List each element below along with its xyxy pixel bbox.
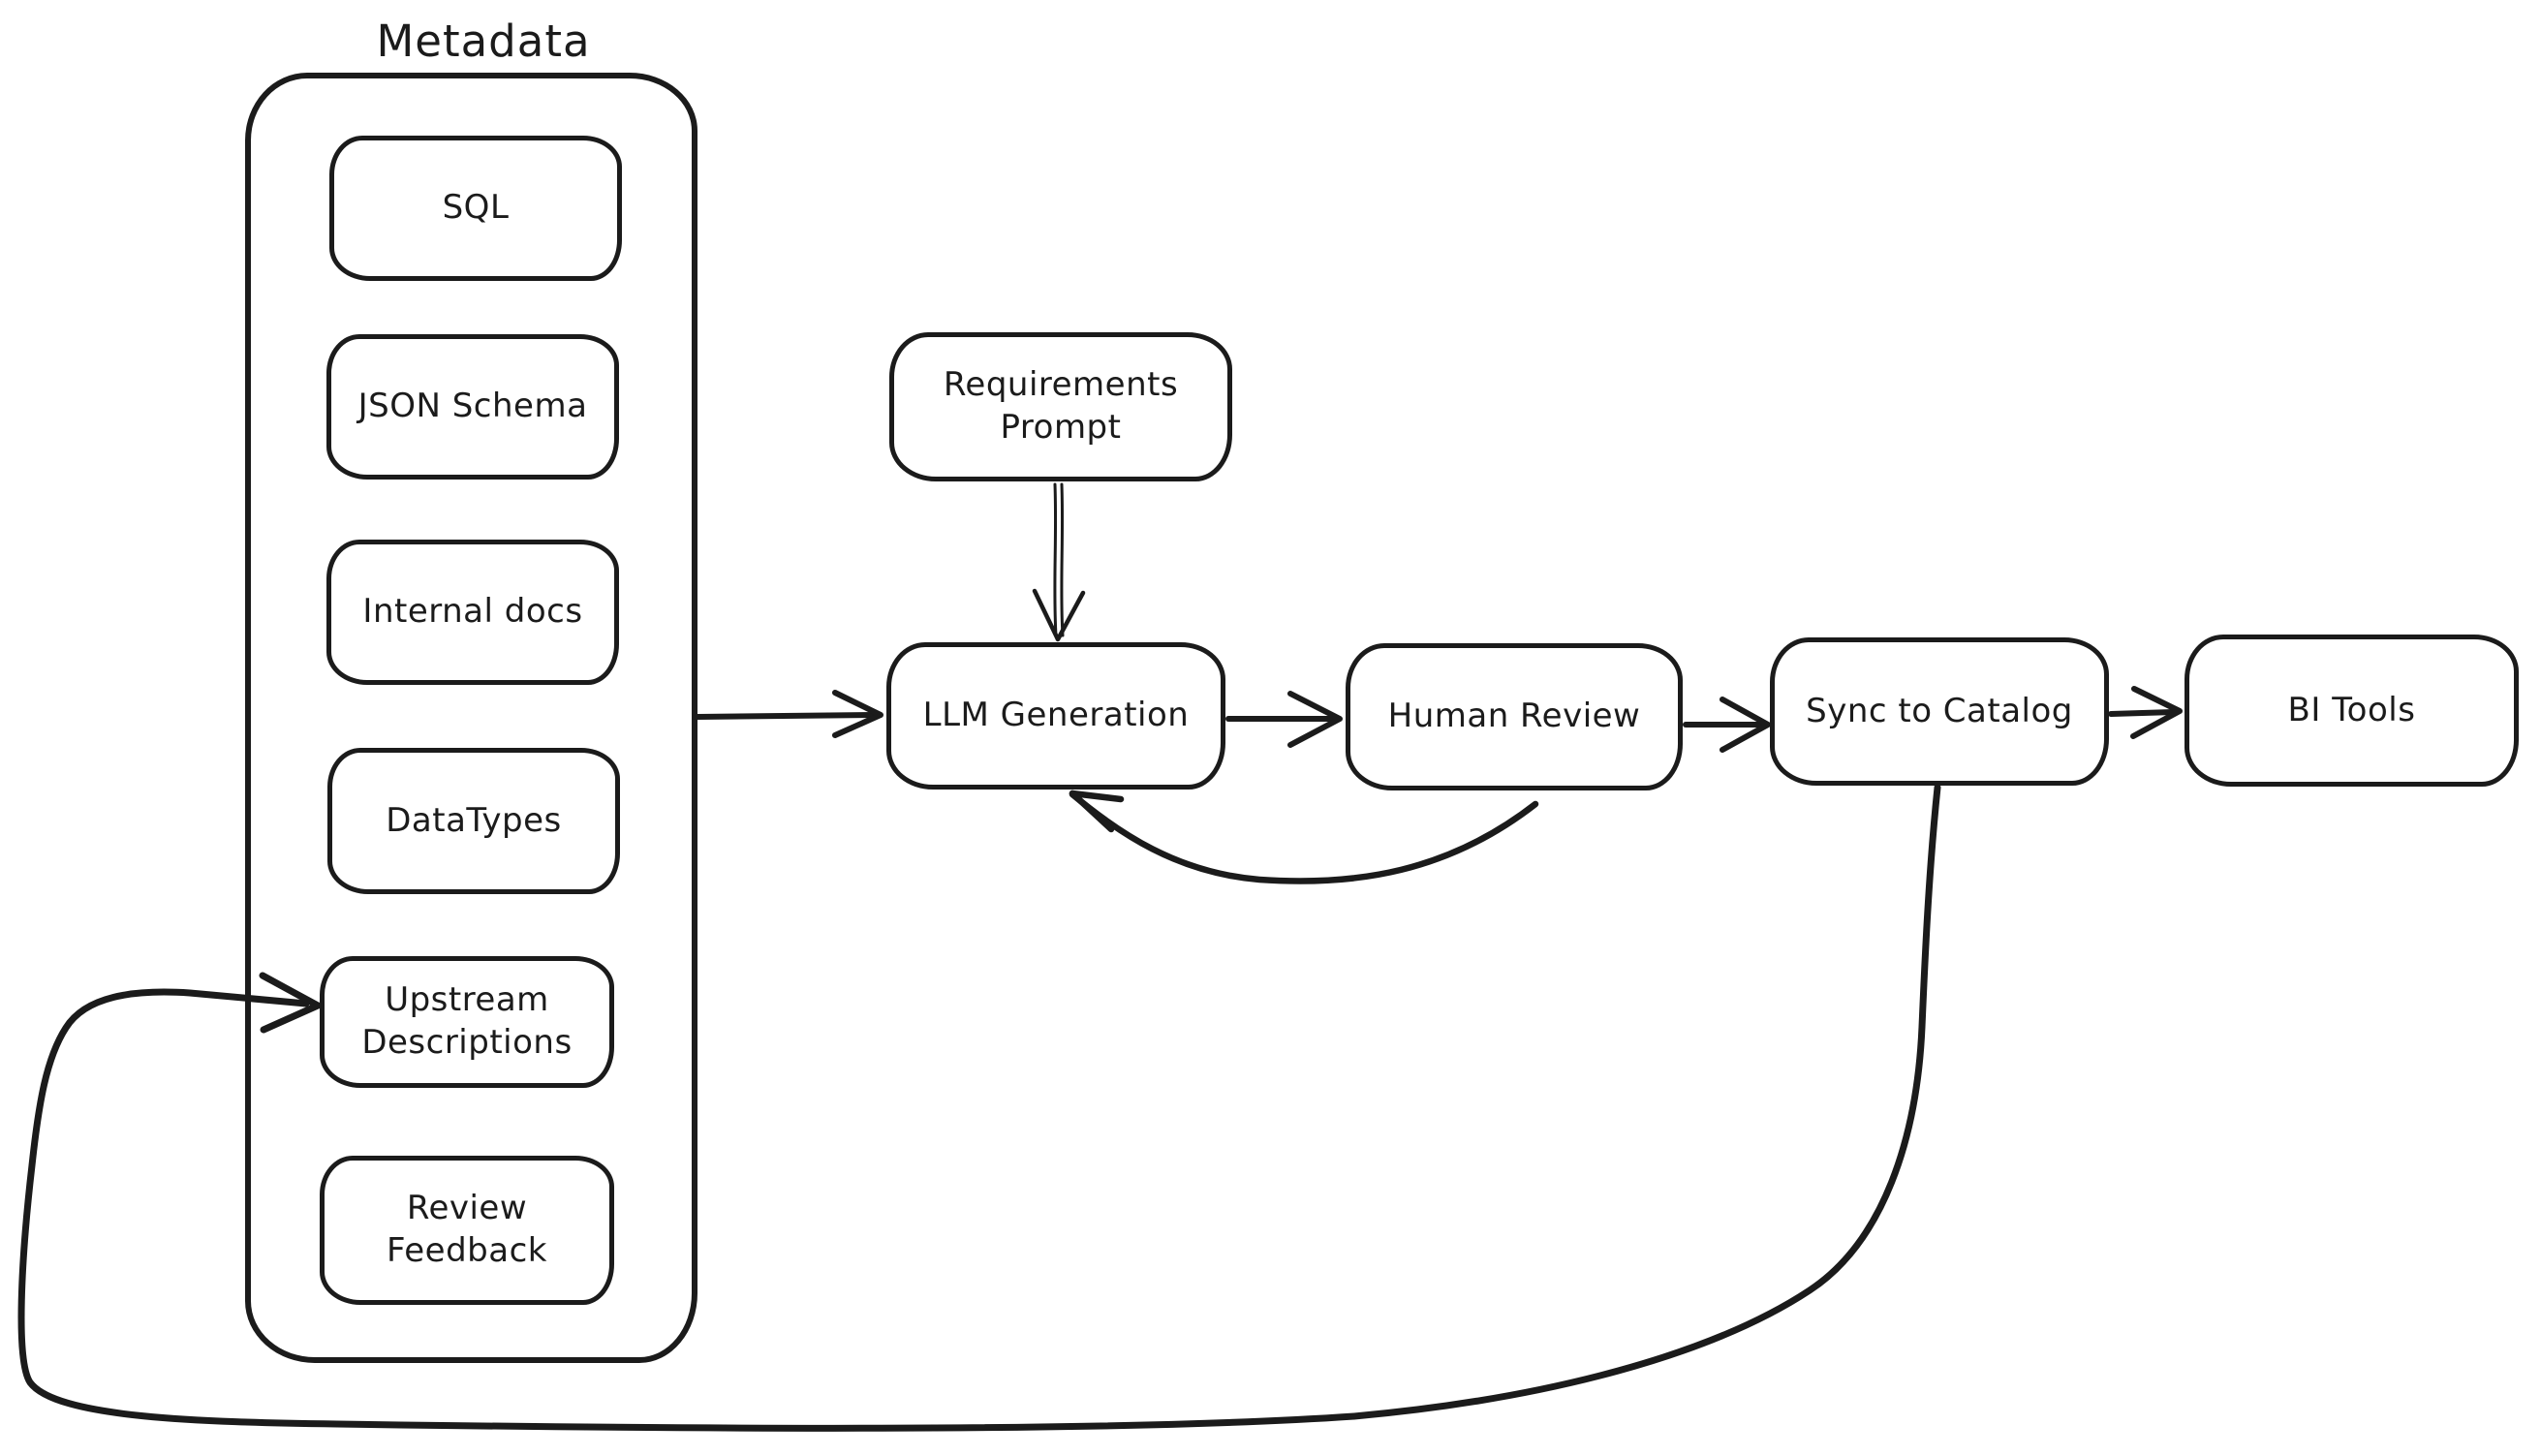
node-sql-label: SQL [442,188,510,228]
edge-human-review-to-sync-to-catalog [1683,697,1771,753]
node-upstream-descriptions-label: Upstream Descriptions [361,980,573,1062]
node-datatypes-label: DataTypes [386,800,562,840]
node-review-feedback-label: Review Feedback [387,1189,547,1270]
edge-llm-generation-to-human-review [1225,691,1343,748]
node-llm-generation: LLM Generation [886,642,1225,790]
edge-sync-to-catalog-to-bi-tools [2108,686,2183,739]
metadata-group-container [245,73,697,1363]
node-internal-docs-label: Internal docs [362,592,583,632]
node-sync-to-catalog-label: Sync to Catalog [1806,691,2073,730]
edge-metadata-to-llm-generation [695,690,883,738]
node-human-review: Human Review [1346,643,1683,790]
metadata-group-title: Metadata [376,15,591,67]
node-internal-docs: Internal docs [326,540,619,685]
node-review-feedback: Review Feedback [320,1156,614,1305]
edge-sync-to-catalog-to-upstream-descriptions-feedback [17,784,1941,1432]
node-upstream-descriptions: Upstream Descriptions [320,956,614,1088]
node-sql: SQL [329,136,622,281]
node-json-schema-label: JSON Schema [357,387,588,426]
node-bi-tools: BI Tools [2185,635,2519,787]
node-sync-to-catalog: Sync to Catalog [1770,637,2109,786]
node-json-schema: JSON Schema [326,334,619,480]
node-bi-tools-label: BI Tools [2287,690,2416,729]
node-llm-generation-label: LLM Generation [922,696,1190,735]
edge-human-review-to-llm-generation-feedback [1069,790,1539,884]
node-requirements-prompt-label: Requirements Prompt [943,365,1179,447]
node-human-review-label: Human Review [1387,697,1641,736]
edge-requirements-prompt-to-llm-generation [1032,482,1086,642]
node-datatypes: DataTypes [327,748,620,894]
node-requirements-prompt: Requirements Prompt [889,332,1232,481]
